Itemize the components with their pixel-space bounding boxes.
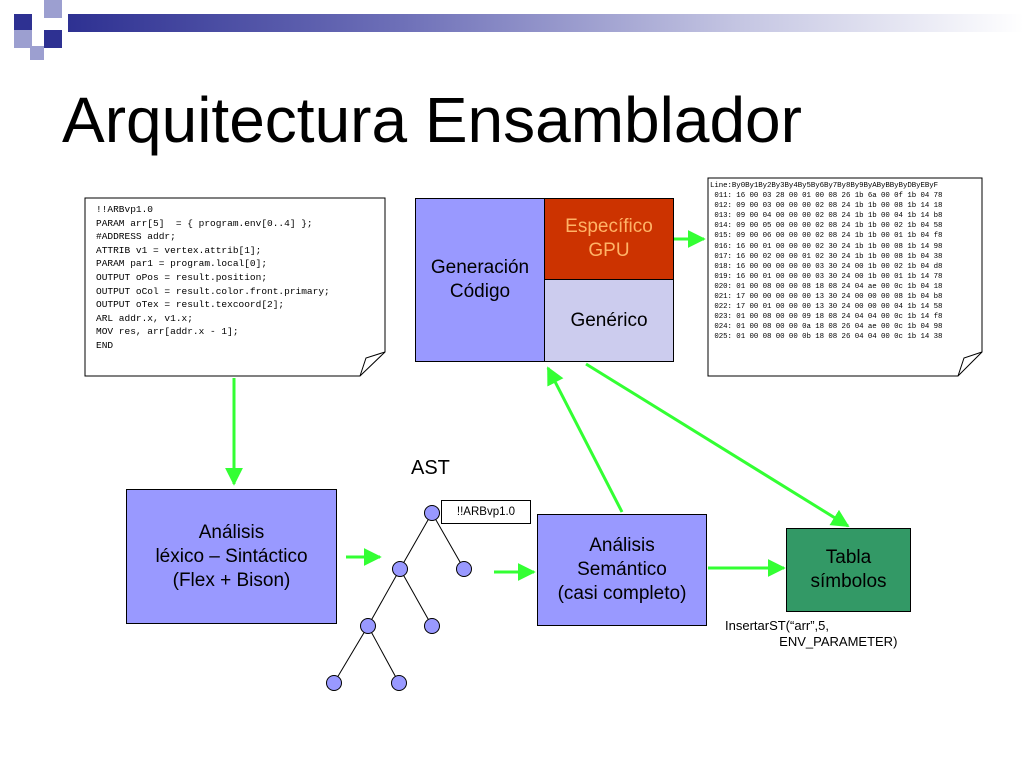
binary-output-line: 011: 16 00 03 28 00 01 00 08 26 1b 6a 00…: [710, 192, 943, 201]
binary-output-line: 016: 16 00 01 00 00 00 02 30 24 1b 1b 00…: [710, 242, 943, 251]
source-code-line: #ADDRESS addr;: [96, 231, 176, 243]
ast-node: [456, 561, 472, 577]
header-decoration: [0, 0, 1024, 62]
source-code-line: OUTPUT oCol = result.color.front.primary…: [96, 285, 330, 297]
decor-square-lavender-2: [14, 30, 32, 48]
source-code-line: ATTRIB v1 = vertex.attrib[1];: [96, 244, 262, 256]
binary-output-line: 025: 01 00 08 00 00 0b 18 08 26 04 04 00…: [710, 333, 943, 342]
binary-document-fold: [957, 351, 983, 377]
codegen-main-box: Generación Código: [415, 198, 545, 362]
binary-output-line: 022: 17 00 01 00 00 00 13 30 24 00 00 00…: [710, 303, 943, 312]
binary-output-line: 020: 01 00 08 00 00 08 18 08 24 04 ae 00…: [710, 282, 943, 291]
binary-output-line: 014: 09 00 05 00 00 00 02 08 24 1b 1b 00…: [710, 222, 943, 231]
source-code-line: MOV res, arr[addr.x - 1];: [96, 326, 239, 338]
decor-square-lavender-3: [30, 46, 44, 60]
ast-node: [392, 561, 408, 577]
source-code-line: PARAM arr[5] = { program.env[0..4] };: [96, 217, 313, 229]
ast-node: [424, 618, 440, 634]
source-code-line: PARAM par1 = program.local[0];: [96, 258, 268, 270]
source-document-shape: [84, 197, 386, 377]
binary-output-line: 018: 16 00 00 00 00 00 03 30 24 00 1b 00…: [710, 262, 943, 271]
header-gradient-bar: [68, 14, 1024, 32]
arrow-semantic-to-codegen: [546, 366, 624, 513]
binary-output-line: 012: 09 00 03 00 00 00 02 08 24 1b 1b 00…: [710, 202, 943, 211]
binary-output-line: 013: 09 00 04 00 00 00 02 08 24 1b 1b 00…: [710, 212, 943, 221]
semantic-analysis-box: Análisis Semántico (casi completo): [537, 514, 707, 626]
decor-square-lavender-1: [44, 0, 62, 18]
binary-document-shape: [707, 177, 983, 377]
ast-node-root: [424, 505, 440, 521]
binary-output-line: 024: 01 00 08 00 00 0a 18 08 26 04 ae 00…: [710, 323, 943, 332]
source-code-line: OUTPUT oTex = result.texcoord[2];: [96, 299, 285, 311]
codegen-generic-box: Genérico: [544, 279, 674, 362]
decor-square-navy-1: [14, 14, 32, 32]
ast-node: [360, 618, 376, 634]
ast-node: [326, 675, 342, 691]
arrow-codegen-to-symbols: [585, 362, 850, 528]
source-code-line: OUTPUT oPos = result.position;: [96, 271, 268, 283]
binary-output-line: 017: 16 00 02 00 00 01 02 30 24 1b 1b 00…: [710, 252, 943, 261]
ast-root-tag: !!ARBvp1.0: [441, 500, 531, 524]
ast-tree: [326, 505, 472, 691]
source-document-fold: [359, 351, 386, 377]
binary-output-line: Line:By0By1By2By3By4By5By6By7By8By9ByABy…: [710, 182, 939, 190]
binary-output-text: Line:By0By1By2By3By4By5By6By7By8By9ByABy…: [710, 181, 982, 351]
source-code-line: END: [96, 339, 114, 351]
binary-output-line: 021: 17 00 00 00 00 00 13 30 24 00 00 00…: [710, 293, 943, 302]
codegen-specific-gpu-box: Específico GPU: [544, 198, 674, 280]
binary-output-line: 015: 09 00 06 00 00 00 02 08 24 1b 1b 00…: [710, 232, 943, 241]
source-code-line: !!ARBvp1.0: [96, 204, 154, 215]
decor-square-navy-2: [44, 30, 62, 48]
symbol-table-box: Tabla símbolos: [786, 528, 911, 612]
slide-title: Arquitectura Ensamblador: [62, 84, 802, 156]
binary-output-line: 019: 16 00 01 00 00 00 03 30 24 00 1b 00…: [710, 272, 943, 281]
ast-label: AST: [411, 457, 450, 479]
lexer-parser-box: Análisis léxico – Sintáctico (Flex + Bis…: [126, 489, 337, 624]
codegen-block: Generación Código Específico GPU Genéric…: [415, 198, 674, 362]
ast-node: [391, 675, 407, 691]
source-code-line: ARL addr.x, v1.x;: [96, 312, 193, 324]
binary-output-line: 023: 01 00 08 00 00 09 18 08 24 04 04 00…: [710, 313, 943, 322]
insert-symbol-call-label: InsertarST(“arr”,5, ENV_PARAMETER): [725, 618, 898, 649]
